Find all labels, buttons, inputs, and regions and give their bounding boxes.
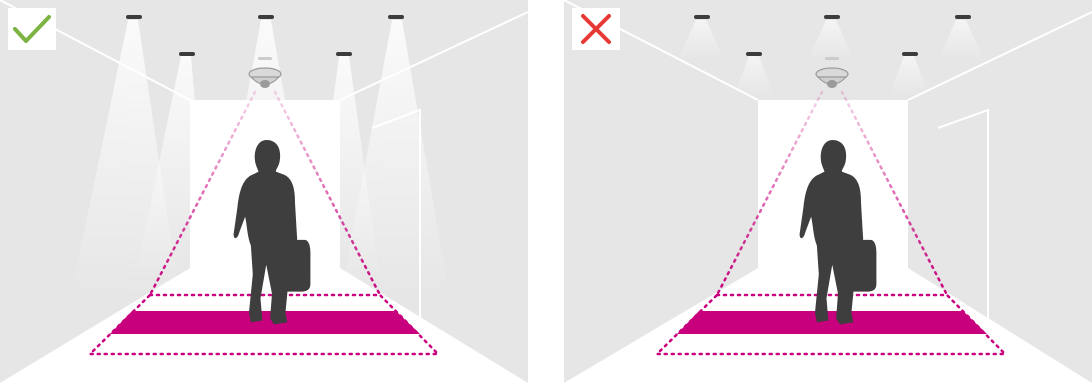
incorrect-setup-panel (564, 0, 1092, 383)
counting-zone (677, 311, 987, 334)
counting-zone (110, 311, 420, 334)
check-icon (8, 8, 56, 50)
corridor-scene (0, 0, 528, 383)
corridor-scene (564, 0, 1092, 383)
correct-setup-panel (0, 0, 528, 383)
cross-icon (572, 8, 620, 50)
status-badge (8, 8, 56, 50)
status-badge (572, 8, 620, 50)
